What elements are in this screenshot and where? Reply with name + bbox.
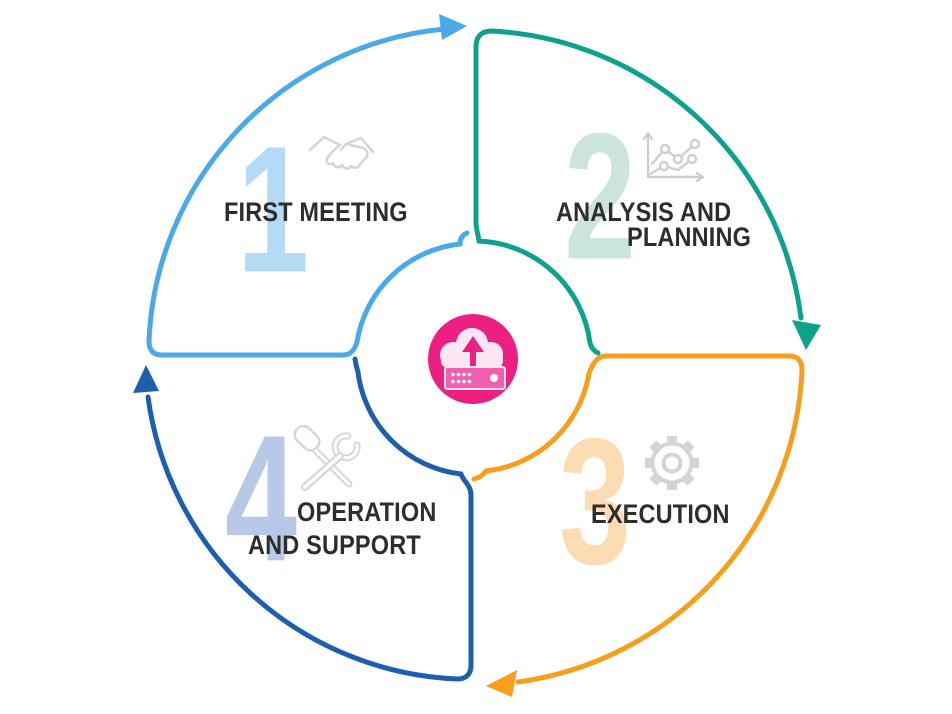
step-1-number: 1: [236, 109, 310, 311]
arc-step-3: [471, 353, 805, 697]
step-2-number: 2: [563, 96, 637, 298]
step-3-label: EXECUTION: [591, 499, 730, 529]
tools-icon: [293, 424, 361, 491]
arrow-step-2-to-3: [792, 320, 821, 350]
arrow-step-1-to-2: [439, 14, 467, 40]
step-2-label-line2: PLANNING: [627, 222, 752, 252]
step-4-number: 4: [224, 398, 298, 600]
line-chart-icon: [642, 131, 705, 183]
arc-step-4: [133, 356, 474, 682]
step-4-label-line2: AND SUPPORT: [248, 530, 421, 560]
arrow-step-4-to-1: [133, 365, 159, 393]
arrow-step-3-to-4: [486, 670, 517, 697]
upload-arrow-icon: [462, 336, 484, 366]
step-1-label: FIRST MEETING: [224, 197, 408, 227]
step-4-label-line1: OPERATION: [297, 497, 437, 527]
step-2-label-line1: ANALYSIS AND: [556, 197, 732, 227]
handshake-icon: [308, 135, 375, 170]
gear-icon: [645, 436, 699, 490]
arc-step-2: [473, 28, 821, 356]
server-box: [444, 366, 506, 390]
cloud-upload-icon: [428, 314, 518, 404]
arc-step-1: [146, 14, 470, 358]
step-3-number: 3: [558, 401, 632, 603]
